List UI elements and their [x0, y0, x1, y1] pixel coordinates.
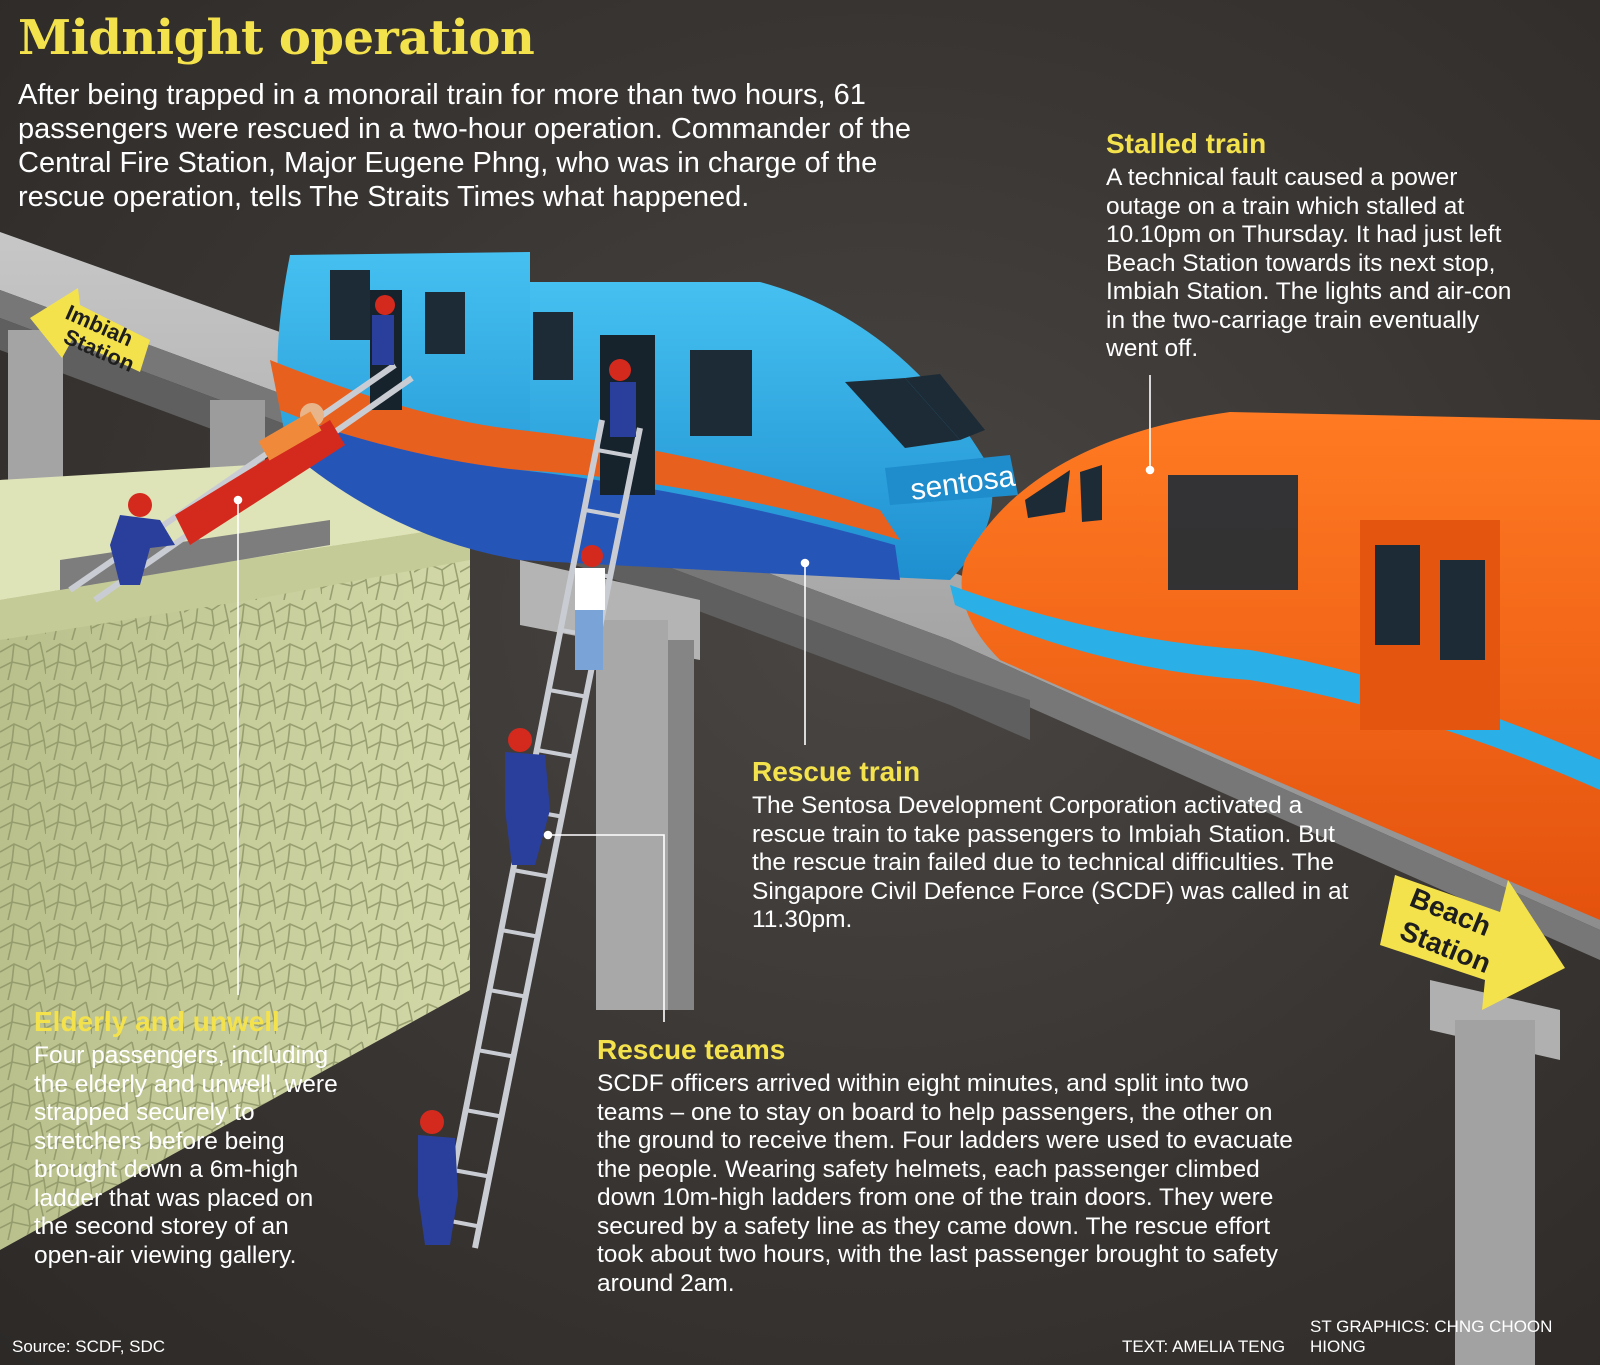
- firefighter-ladder-bottom: [418, 1110, 458, 1245]
- rescue-teams-heading: Rescue teams: [597, 1034, 786, 1065]
- rescue-train-body: The Sentosa Development Corporation acti…: [752, 792, 1349, 933]
- stretcher: [175, 403, 345, 545]
- guideway-pillars: [8, 330, 1560, 1365]
- callout-leaders: [233, 375, 1155, 1022]
- callout-rescue-teams: Rescue teams SCDF officers arrived withi…: [597, 1034, 1307, 1298]
- firefighter-stretcher: [110, 493, 175, 585]
- stalled-train-heading: Stalled train: [1106, 128, 1267, 159]
- callout-rescue-train: Rescue train The Sentosa Development Cor…: [752, 756, 1352, 935]
- elderly-body: Four passengers, including the elderly a…: [34, 1042, 338, 1269]
- firefighters: [110, 295, 636, 1245]
- rescue-train: sentosa: [270, 252, 1018, 580]
- text-credit: TEXT: AMELIA TENG: [1122, 1337, 1286, 1356]
- callout-elderly-unwell: Elderly and unwell Four passengers, incl…: [34, 1006, 354, 1270]
- imbiah-direction-arrow: Imbiah Station: [30, 288, 150, 377]
- rescue-train-heading: Rescue train: [752, 756, 921, 787]
- firefighter-ladder-mid: [505, 728, 550, 865]
- rescue-teams-body: SCDF officers arrived within eight minut…: [597, 1070, 1293, 1297]
- beach-direction-arrow: Beach Station: [1380, 875, 1565, 1010]
- firefighter-train-door: [372, 295, 395, 365]
- page-title: Midnight operation: [18, 10, 535, 66]
- callout-stalled-train: Stalled train A technical fault caused a…: [1106, 128, 1536, 364]
- firefighter-door-top: [609, 359, 636, 437]
- intro-text: After being trapped in a monorail train …: [18, 79, 912, 213]
- graphics-credit: ST GRAPHICS: CHNG CHOON HIONG: [1310, 1317, 1553, 1356]
- stalled-train: [950, 412, 1600, 920]
- passenger-climbing: [575, 545, 605, 670]
- elderly-heading: Elderly and unwell: [34, 1006, 280, 1037]
- stalled-train-body: A technical fault caused a power outage …: [1106, 164, 1512, 362]
- source-credit: Source: SCDF, SDC: [12, 1337, 166, 1356]
